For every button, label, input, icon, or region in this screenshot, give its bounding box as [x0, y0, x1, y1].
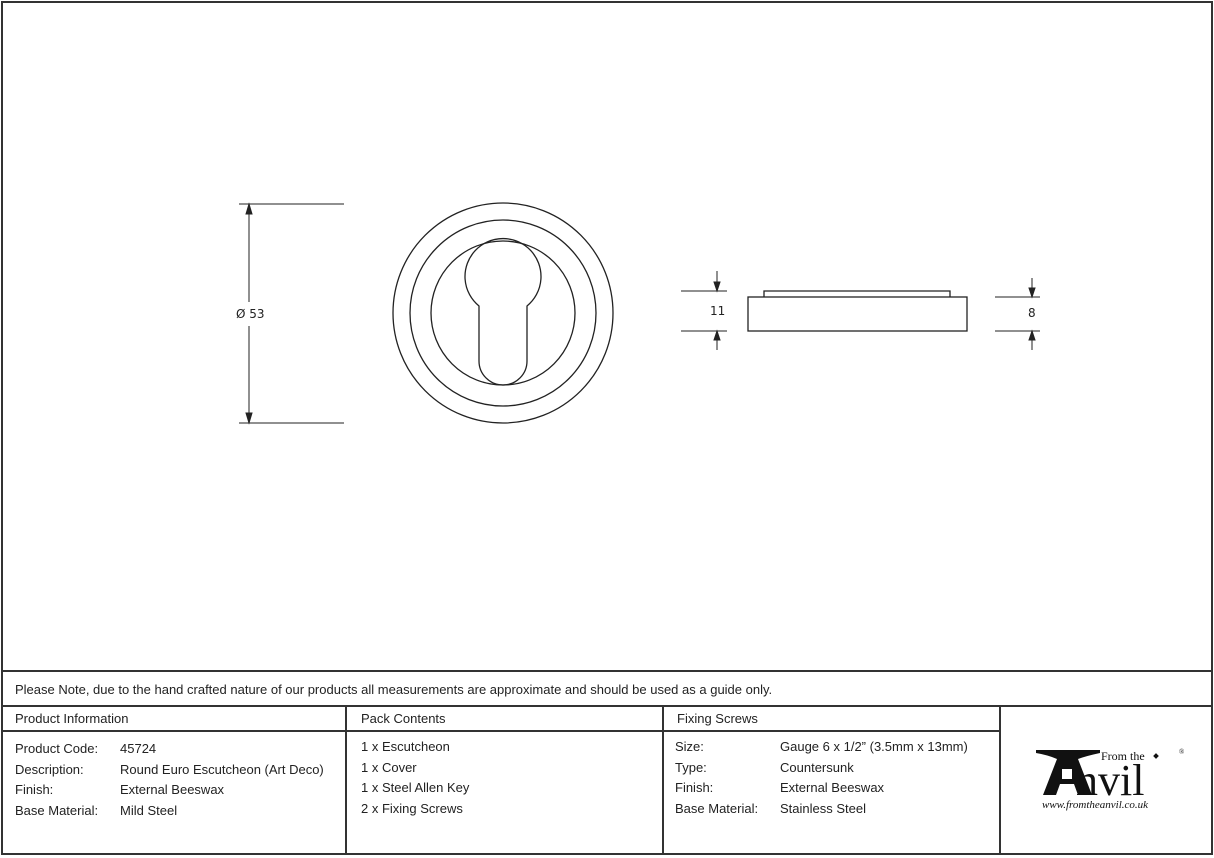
height-dimension-left	[681, 271, 727, 350]
from-the-anvil-logo: From the nvil ® www.fromtheanvil.co.uk	[1000, 707, 1212, 854]
technical-drawing: Ø 53 11 8	[236, 202, 1040, 425]
column-divider	[662, 707, 664, 854]
disclaimer-note: Please Note, due to the hand crafted nat…	[15, 682, 773, 697]
height-label-left: 11	[710, 304, 725, 318]
logo-url: www.fromtheanvil.co.uk	[1042, 799, 1149, 811]
pack-item: 1 x Steel Allen Key	[361, 780, 470, 796]
info-row-finish: Finish:External Beeswax	[15, 782, 225, 798]
fixing-screws-panel: Fixing Screws Size:Gauge 6 x 1/2” (3.5mm…	[664, 707, 1000, 854]
height-label-right: 8	[1028, 306, 1036, 320]
pack-contents-heading: Pack Contents	[361, 711, 446, 726]
height-dimension-right	[995, 278, 1040, 350]
fixing-screws-header: Fixing Screws	[664, 707, 1000, 732]
pack-contents-header: Pack Contents	[347, 707, 662, 732]
product-information-heading: Product Information	[15, 711, 129, 726]
pack-item: 1 x Cover	[361, 759, 417, 775]
pack-contents-panel: Pack Contents 1 x Escutcheon 1 x Cover 1…	[347, 707, 662, 854]
screw-row-finish: Finish:External Beeswax	[675, 780, 885, 796]
screw-row-base-material: Base Material:Stainless Steel	[675, 801, 866, 817]
fixing-screws-heading: Fixing Screws	[677, 711, 758, 726]
product-information-panel: Product Information Product Code:45724 D…	[1, 707, 346, 854]
diameter-label: Ø 53	[236, 307, 265, 321]
anvil-logo-icon: From the nvil ® www.fromtheanvil.co.uk	[1036, 748, 1185, 811]
logo-from-the: From the	[1101, 749, 1145, 763]
info-row-product-code: Product Code:45724	[15, 741, 157, 756]
disclaimer-row: Please Note, due to the hand crafted nat…	[1, 670, 1213, 707]
screw-row-size: Size:Gauge 6 x 1/2” (3.5mm x 13mm)	[675, 739, 968, 754]
logo-brand: nvil	[1076, 756, 1144, 805]
pack-item: 2 x Fixing Screws	[361, 801, 463, 817]
side-view	[747, 290, 968, 332]
diameter-dimension	[239, 202, 344, 425]
info-row-description: Description:Round Euro Escutcheon (Art D…	[15, 761, 324, 777]
pack-item: 1 x Escutcheon	[361, 739, 450, 754]
column-divider	[999, 707, 1001, 854]
logo-registered: ®	[1179, 748, 1185, 756]
info-row-base-material: Base Material:Mild Steel	[15, 803, 178, 819]
column-divider	[345, 707, 347, 854]
keyhole-icon	[464, 237, 542, 386]
screw-row-type: Type:Countersunk	[675, 759, 854, 775]
front-view	[392, 202, 614, 424]
product-information-header: Product Information	[1, 707, 346, 732]
